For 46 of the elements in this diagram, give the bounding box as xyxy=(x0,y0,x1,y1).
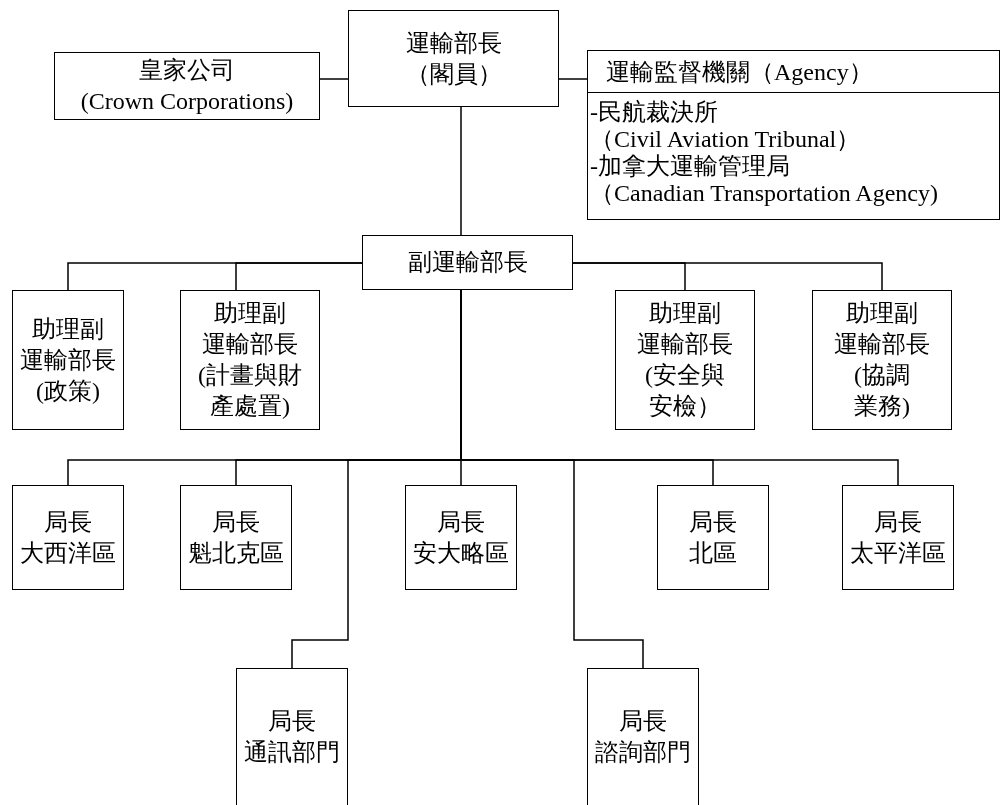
connector-line xyxy=(558,78,588,80)
org-box xyxy=(12,290,124,430)
connector-line xyxy=(460,106,462,236)
box-label: 北區 xyxy=(689,538,737,568)
box-label: 助理副運輸部長(安全與安檢） xyxy=(637,299,733,421)
org-box xyxy=(615,290,755,430)
box-label: 局長 xyxy=(874,507,922,537)
org-box xyxy=(12,485,124,590)
org-box xyxy=(842,485,954,590)
box-label: 助理副運輸部長(協調業務) xyxy=(834,299,930,421)
box-label: 助理副運輸部長(政策) xyxy=(20,314,116,406)
connector-line xyxy=(572,262,883,291)
box-label: (Crown Corporations) xyxy=(80,87,294,116)
box-heading: 運輸監督機關（Agency） xyxy=(588,51,999,93)
org-box xyxy=(180,485,292,590)
box-label: 太平洋區 xyxy=(850,538,946,568)
box-label: 運輸部長 xyxy=(405,28,502,58)
box-label: 皇家公司 xyxy=(139,56,235,85)
box-label: 局長 xyxy=(44,507,92,537)
org-box xyxy=(405,485,517,590)
org-box xyxy=(587,668,699,805)
box-label: 局長 xyxy=(689,507,737,537)
box-label: 魁北克區 xyxy=(188,538,284,568)
connector-line xyxy=(319,78,349,80)
box-label: 助理副運輸部長(計畫與財產處置) xyxy=(198,299,302,421)
org-box xyxy=(236,668,348,805)
org-box xyxy=(348,10,559,107)
box-label: 局長 xyxy=(619,707,667,736)
org-box xyxy=(54,52,320,120)
box-label: 副運輸部長 xyxy=(407,248,528,277)
box-label: 局長 xyxy=(268,707,316,736)
list-item: -民航裁決所（Civil Aviation Tribunal） xyxy=(589,99,862,153)
box-label: （閣員） xyxy=(405,59,502,89)
box-label: 局長 xyxy=(437,507,485,537)
box-label: 安大略區 xyxy=(413,538,509,568)
box-label: 通訊部門 xyxy=(244,738,340,767)
org-box xyxy=(362,235,573,290)
connector-line xyxy=(235,262,363,291)
box-label: 大西洋區 xyxy=(20,538,116,568)
org-box xyxy=(180,290,320,430)
list-item: -加拿大運輸管理局（Canadian Transportation Agency) xyxy=(589,153,939,207)
agency-box xyxy=(587,50,1000,220)
box-label: 諮詢部門 xyxy=(595,738,691,767)
box-label: 局長 xyxy=(212,507,260,537)
org-box xyxy=(657,485,769,590)
org-box xyxy=(812,290,952,430)
